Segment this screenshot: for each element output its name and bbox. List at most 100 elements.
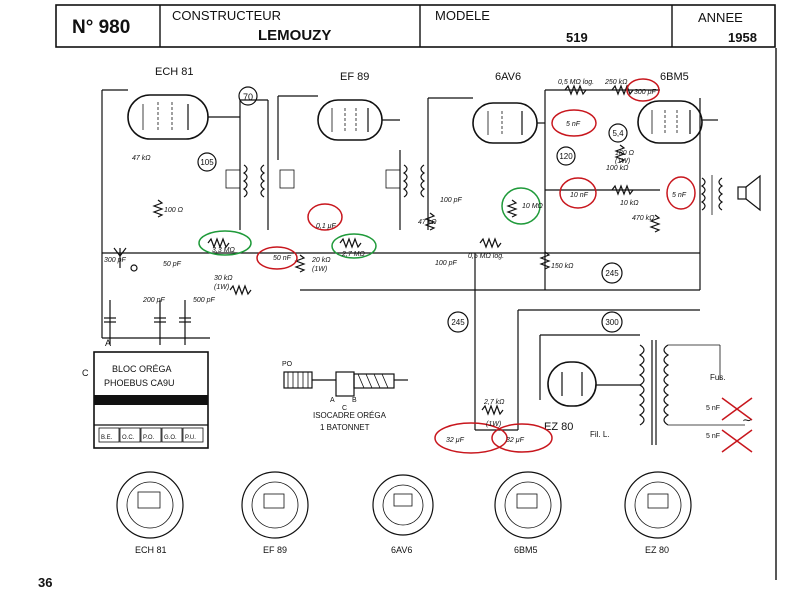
modele-value: 519 [566,30,588,45]
label-c300: 300 pF [104,257,127,264]
isocadre-line1: ISOCADRE ORÉGA [313,411,387,420]
antenna-icon [113,247,138,272]
power-transformer [638,340,745,445]
label-r05mlog: 0,5 MΩ log. [468,253,504,260]
bloc-pin-a: A [105,338,111,348]
socket-ez80: EZ 80 [624,471,692,555]
label-r10m: 10 MΩ [522,203,544,210]
tube-label-ef89: EF 89 [340,71,369,83]
modele-label: MODELE [435,8,490,23]
bloc-key-pu: P.U. [185,435,196,441]
tube-6av6 [472,102,538,144]
label-r33m: 3,3 MΩ [212,247,236,254]
if-transformer-2 [385,164,426,198]
bloc-orega: A C BLOC ORÉGA PHOEBUS CA9U B.E. O.C. P.… [82,338,209,449]
label-r27k-w: (1W) [486,421,501,428]
alim-fil: Fil. L. [590,430,610,439]
loudspeaker [737,174,761,212]
node-markers: 70 105 120 5,4 245 245 300 [197,86,628,333]
socket-6bm5: 6BM5 [494,471,562,555]
label-c100a: 100 pF [440,197,463,204]
resistors [152,84,661,416]
tube-ech81 [127,94,209,140]
constructeur-label: CONSTRUCTEUR [172,8,281,23]
green-highlights [198,187,541,259]
bloc-pin-c: C [82,368,89,378]
wiring [101,89,718,431]
socket-6av6: 6AV6 [372,474,434,555]
socket-label-6av6: 6AV6 [391,545,412,555]
bloc-key-po: P.O. [143,435,155,441]
label-r100: 100 Ω [164,207,184,214]
socket-label-6bm5: 6BM5 [514,545,538,555]
isocadre-a: A [330,397,335,404]
tube-ez80 [547,361,597,407]
label-r30k: 30 kΩ [214,275,233,282]
node-70: 70 [243,92,253,102]
label-c300pf: 300 pF [634,89,657,96]
node-54: 5,4 [612,129,624,138]
node-120: 120 [559,152,573,161]
label-r20k-w: (1W) [312,266,327,273]
highlight-c10nf [559,177,597,209]
isocadre-line2: 1 BATONNET [320,423,370,432]
alim-fus: Fus. [710,373,726,382]
highlight-c5nf [551,109,597,137]
isocadre-b: B [352,397,357,404]
highlight-r33m [198,230,252,256]
output-transformer [700,175,724,215]
schema-number: N° 980 [72,17,130,38]
tube-sockets: ECH 81 EF 89 6AV6 6BM5 EZ 80 [116,471,692,555]
label-r150: 150 kΩ [551,263,574,270]
tube-label-ez80: EZ 80 [544,421,573,433]
alim-c5nf-1: 5 nF [706,405,720,412]
label-r10k: 10 kΩ [620,200,639,207]
label-c200: 200 pF [142,297,166,304]
node-245-a: 245 [451,318,465,327]
socket-label-ef89: EF 89 [263,545,287,555]
socket-label-ech81: ECH 81 [135,545,167,555]
label-r30k-w: (1W) [214,284,229,291]
socket-ef89: EF 89 [241,471,309,555]
label-r180: 180 Ω [615,150,635,157]
component-labels: 47 kΩ 100 Ω 3,3 MΩ 50 nF 50 pF 0,1 μF 20… [104,79,687,444]
node-245-b: 245 [605,269,619,278]
label-r27k: 2,7 kΩ [483,399,505,406]
highlight-c32b [491,423,553,453]
label-c5nf-b: 5 nF [672,192,687,199]
label-r47k: 47 kΩ [132,155,151,162]
node-300: 300 [605,318,619,327]
constructeur-value: LEMOUZY [258,27,331,44]
label-c100b: 100 pF [435,260,458,267]
bloc-line1: BLOC ORÉGA [112,364,172,374]
tuning-capacitors [104,300,191,345]
alim-c5nf-2: 5 nF [706,433,720,440]
socket-ech81: ECH 81 [116,471,184,555]
node-105: 105 [200,158,214,167]
label-r250k: 250 kΩ [604,79,628,86]
label-r47: 47 kΩ [418,219,437,226]
bloc-key-be: B.E. [101,435,113,441]
annee-label: ANNEE [698,10,743,25]
label-c50nf: 50 nF [273,255,292,262]
tube-label-6av6: 6AV6 [495,71,521,83]
highlight-c50nf [256,246,298,270]
label-c32b: 32 μF [506,437,525,444]
label-r470: 470 kΩ [632,215,655,222]
bloc-key-oc: O.C. [122,435,135,441]
label-c50pf: 50 pF [163,261,182,268]
highlight-c01 [307,203,343,231]
highlight-c32a [434,422,508,454]
label-c10nf: 10 nF [570,192,589,199]
annee-value: 1958 [728,30,757,45]
label-c500: 500 pF [193,297,216,304]
label-c01: 0,1 μF [316,223,337,230]
label-c5nf: 5 nF [566,121,581,128]
highlight-c5nf-b [666,176,696,210]
label-c32a: 32 μF [446,437,465,444]
highlight-r10m [501,187,541,225]
label-r05m: 0,5 MΩ log. [558,79,594,86]
isocadre-c: C [342,405,347,412]
page-number: 36 [38,575,53,590]
